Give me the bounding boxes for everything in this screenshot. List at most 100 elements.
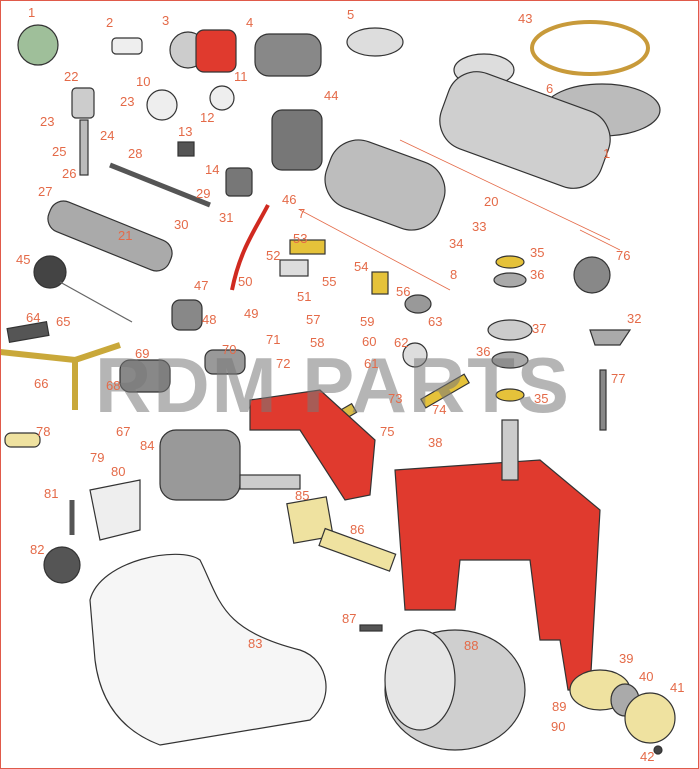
part-53 xyxy=(289,239,326,255)
part-label: 31 xyxy=(219,210,234,225)
part-label: 40 xyxy=(639,669,654,684)
part-45-strap xyxy=(59,281,133,323)
part-label: 27 xyxy=(38,184,53,199)
part-label: 6 xyxy=(546,81,554,96)
part-label: 58 xyxy=(310,335,325,350)
part-label: 36 xyxy=(476,344,491,359)
part-36b xyxy=(491,351,529,369)
part-label: 46 xyxy=(282,192,297,207)
part-11 xyxy=(209,85,235,111)
part-seal-41 xyxy=(624,692,676,744)
part-13 xyxy=(177,141,195,157)
part-label: 49 xyxy=(244,306,259,321)
part-label: 83 xyxy=(248,636,263,651)
part-label: 67 xyxy=(116,424,131,439)
part-bolt-87 xyxy=(359,624,383,632)
part-label: 30 xyxy=(174,217,189,232)
part-label: 84 xyxy=(140,438,155,453)
part-label: 54 xyxy=(354,259,369,274)
part-label: 33 xyxy=(472,219,487,234)
part-label: 75 xyxy=(380,424,395,439)
part-filter-1 xyxy=(17,24,59,66)
part-label: 76 xyxy=(616,248,631,263)
part-plate-80 xyxy=(89,479,141,541)
part-axle-86 xyxy=(318,527,397,572)
part-label: 11 xyxy=(234,69,248,84)
part-label: 79 xyxy=(90,450,105,465)
part-36 xyxy=(493,272,527,288)
part-label: 47 xyxy=(194,278,209,293)
part-56 xyxy=(404,294,432,314)
part-label: 88 xyxy=(464,638,479,653)
part-label: 35 xyxy=(534,391,549,406)
part-label: 70 xyxy=(222,342,237,357)
part-label: 69 xyxy=(135,346,150,361)
part-52 xyxy=(279,259,309,277)
part-14 xyxy=(225,167,253,197)
part-label: 2 xyxy=(106,15,114,30)
part-label: 43 xyxy=(518,11,533,26)
part-cap-45 xyxy=(33,255,67,289)
watermark: RDM PARTS xyxy=(95,341,571,429)
part-label: 77 xyxy=(611,371,626,386)
part-label: 14 xyxy=(205,162,220,177)
part-label: 1 xyxy=(28,5,36,20)
part-cap-5 xyxy=(346,27,404,57)
part-label: 28 xyxy=(128,146,143,161)
part-label: 68 xyxy=(106,378,121,393)
part-label: 60 xyxy=(362,334,377,349)
part-air-cleaner-7 xyxy=(324,139,446,231)
part-label: 32 xyxy=(627,311,642,326)
part-motor-84 xyxy=(159,429,241,501)
part-label: 52 xyxy=(266,248,281,263)
part-cylinder-21 xyxy=(47,200,173,272)
part-label: 85 xyxy=(295,488,310,503)
part-label: 34 xyxy=(449,236,464,251)
part-label: 61 xyxy=(364,356,379,371)
part-label: 62 xyxy=(394,335,409,350)
part-label: 82 xyxy=(30,542,45,557)
part-label: 20 xyxy=(484,194,499,209)
part-fork-stem xyxy=(501,419,519,481)
part-25 xyxy=(79,119,89,176)
part-seat-83 xyxy=(89,553,327,746)
part-label: 29 xyxy=(196,186,211,201)
part-fork-38 xyxy=(394,459,601,691)
part-label: 7 xyxy=(298,206,306,221)
leader-lines xyxy=(299,139,621,291)
part-oil-filter-3-body xyxy=(195,29,237,73)
part-lever-66 xyxy=(0,342,121,410)
part-disc-82 xyxy=(43,546,81,584)
part-77 xyxy=(599,369,607,431)
part-label: 23 xyxy=(40,114,55,129)
part-air-cleaner-1 xyxy=(439,71,611,189)
part-label: 10 xyxy=(136,74,151,89)
part-label: 22 xyxy=(64,69,79,84)
part-label: 21 xyxy=(118,228,133,243)
part-label: 12 xyxy=(200,110,215,125)
part-label: 25 xyxy=(52,144,67,159)
part-label: 26 xyxy=(62,166,77,181)
part-gasket-43 xyxy=(530,20,650,76)
part-air-filter-4 xyxy=(254,33,322,77)
part-70 xyxy=(204,349,246,375)
part-label: 66 xyxy=(34,376,49,391)
part-35b xyxy=(495,388,525,402)
part-22 xyxy=(71,87,95,119)
part-label: 89 xyxy=(552,699,567,714)
part-48 xyxy=(171,299,203,331)
part-label: 72 xyxy=(276,356,291,371)
part-label: 5 xyxy=(347,7,355,22)
part-label: 48 xyxy=(202,312,217,327)
part-label: 71 xyxy=(266,332,281,347)
part-label: 80 xyxy=(111,464,126,479)
part-label: 59 xyxy=(360,314,375,329)
part-mount-32 xyxy=(589,329,632,346)
part-label: 38 xyxy=(428,435,443,450)
part-37 xyxy=(487,319,533,341)
part-label: 55 xyxy=(322,274,337,289)
part-label: 3 xyxy=(162,13,170,28)
part-35 xyxy=(495,255,525,269)
